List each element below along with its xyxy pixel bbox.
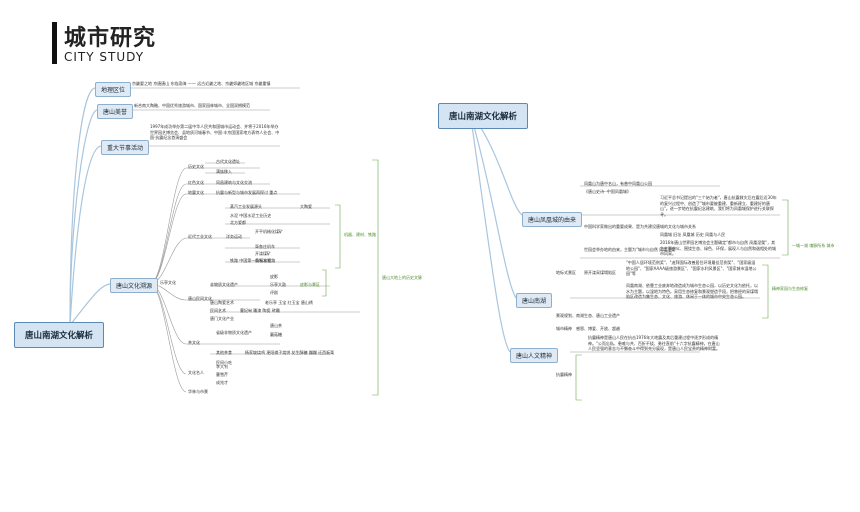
craft-item-2: 乐亭大鼓 [270,282,286,287]
branch-nick[interactable]: 唐山美誉 [97,104,134,119]
craft-item-3: 评剧 [270,290,278,295]
craft-item-9: 老乐亭 玉宝 红玉宝 唐山绣 [265,300,313,305]
tea-item-0: 省级非物质文化遗产 [216,330,252,335]
green-note-b: 精神家园与生态修复 [772,286,808,291]
green-note-a: 一城一湖 魂脉所系 城市 [792,243,835,248]
geo-text: 京畿要之地 京唐唐山 东临渤海 —— 远古近畿之地、京畿郊畿地区城 京畿重镇 [132,81,271,86]
tea-item-3: 其他茶食 [216,350,232,355]
history-item-1: 满族移入 [216,169,232,174]
modern-item-10: 机制水泥 [255,258,271,263]
modern-item-8: 胥各庄机车 [255,244,275,249]
tea-item-5: 杨家坡烧鸡 浭阳棋子烧饼 花生酥糖 蹦蹦 迁西板栗 [245,350,335,355]
branch-culture[interactable]: 唐山文化溯源 [110,278,159,293]
history-label: 历史文化 [188,164,204,169]
craft-item-0: 非物质文化遗产 [210,282,238,287]
b1-item-6: 世园会举办地的由来，主题为"城市与自然 凤凰涅槃" [584,247,677,252]
b1-item-2: 习近平总书记提出的"三个始为者"，唐山抗震救灾后在震后近30年的复兴过程中、创造… [660,195,777,217]
branch-events[interactable]: 重大节事活动 [101,140,150,155]
branch-spirit[interactable]: 唐山人文精神 [510,348,559,363]
modern-label: 近代工业文化 [188,234,212,239]
b1-item-1: 《唐山史诗--中国凤凰城》 [584,189,631,194]
craft-item-4: 唐山陶瓷艺术 [210,300,234,305]
modern-sub: 洋务运动 [226,234,242,239]
b2-item-0: 地标式景区 [556,270,576,275]
b1-item-4: 凤凰城 旧址 凤凰城 历史 凤凰与人民 [660,232,726,237]
craft-item-6: 民间艺术 [210,308,226,313]
water-label: 华林与市景 [188,389,208,394]
page-title: 城市研究 [64,26,157,51]
quake-item-0: 抗震与新型与城市发展再探讨 重点 [216,190,278,195]
page-subtitle: CITY STUDY [64,50,145,64]
green-note-1: 机器、建材、铁路 [344,232,376,237]
modern-item-4: 北方瓷都 [230,220,246,225]
branch-phoenix[interactable]: 唐山凤凰城的由来 [522,212,583,227]
modern-item-3: 水泥 中国水泥工业历史 [230,213,272,218]
left-root-node[interactable]: 唐山南湖文化解析 [14,322,105,348]
famous-item-1: 曹雪芹 [216,372,228,377]
modern-item-6: 铁路 中国第一条标准铁路 [230,258,276,263]
b3-item-3: 抗震精神是唐山人民在抗击1976年大地震及其后重建过程中逐步形成的精神。"公而忘… [588,335,720,351]
modern-item-0: 蒸汽工业发展源头 [230,204,262,209]
green-note-3: 唐山大地上的历史文脉 [382,275,422,280]
famous-item-2: 成兆才 [216,380,228,385]
b2-item-6: 凤凰南湖、依靠工业废弃地改造成为城市生态公园，以历史文化为依托，以水为主题，以湿… [626,283,758,299]
b2-item-5: "中国人居环境范例奖"、"迪拜国际改善居住环境最佳范例奖"、"国家级湿地公园"、… [626,260,757,276]
modern-item-2: 大陶瓷 [300,204,312,209]
tea-item-4: 民间小吃 [216,360,232,365]
tea-item-2: 蘑菇糖 [270,332,282,337]
b3-item-0: 城市精神 [556,326,572,331]
red-label: 红色文化 [188,180,204,185]
modern-item-9: 开滦煤矿 [255,251,271,256]
history-item-0: 古代文化遗址 [216,159,240,164]
red-item-1: 同昌建筑与文化交流 [216,180,252,185]
tea-label: 茶文化 [188,340,200,345]
famous-label: 文化名人 [188,370,204,375]
craft-item-1: 皮影 [270,274,278,279]
b2-item-7: 景观规划、南湖生态、唐山工业遗产 [556,313,620,318]
right-root-node[interactable]: 唐山南湖文化解析 [438,103,529,129]
b2-item-2: 原开滦采煤塌陷区 [584,270,616,275]
green-note-2: 皮影与景区 [300,282,320,287]
famous-item-0: 李大钊 [216,364,228,369]
craft-item-7: 曹妃甸 雕漆 陶瓷 砖雕 [240,308,280,313]
b3-item-2: 抗震精神 [556,372,572,377]
east-label: 乐亭文化 [160,280,176,285]
craft-item-11: 唐门文化产业 [210,316,234,321]
events-text: 1997年成功举办第二届中华人民共和国城市运动会、并将于2016年举办世界园艺博… [150,124,280,140]
branch-nanhu[interactable]: 唐山南湖 [516,293,553,308]
modern-item-5: 开平机械化煤矿 [255,229,283,234]
quake-label: 地震文化 [188,190,204,195]
b3-item-1: 感恩、博爱、开放、超越 [576,326,620,331]
b1-item-0: 凤凰山为唐中名山，有普中凤凰山公园 [584,181,652,186]
tea-item-1: 唐山茶 [270,323,282,328]
header-bar [52,22,57,64]
b1-item-5: 2016年唐山世界园艺博览会主题确定"都市与自然 凤凰涅槃"，其主主要含义、围绕… [660,240,776,256]
b1-item-3: 中国科学家做出的重要成果、是为共建设唐城的文化与城市关系 [584,224,696,229]
branch-geo[interactable]: 地理区位 [95,82,132,97]
nick-text: 新合南大陶釉、中国优秀旅游城市、国家园林城市、全国双拥模范 [134,103,250,108]
craft-label: 唐山民间文化 [188,296,212,301]
